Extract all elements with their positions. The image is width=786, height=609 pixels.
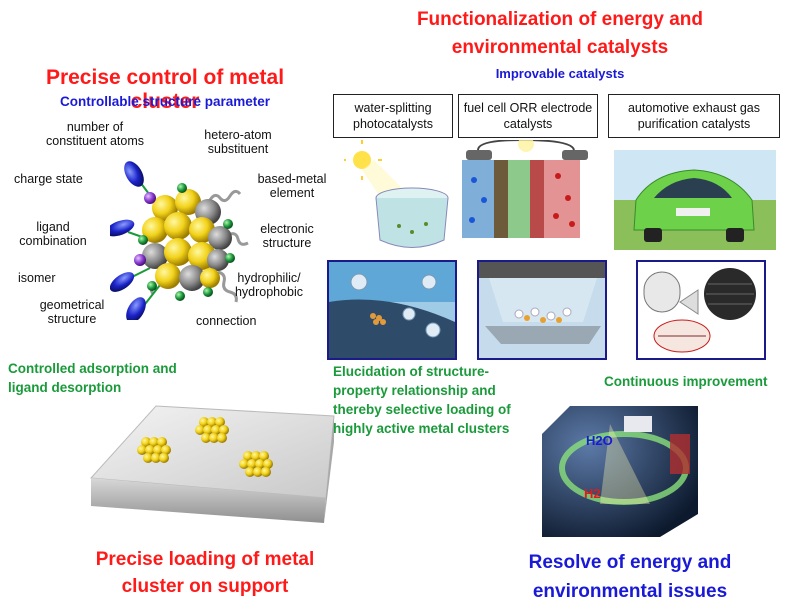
left-title: Precise control of metal cluster [45, 66, 285, 113]
param-label: hetero-atom substituent [204, 128, 272, 156]
param-label: hydrophilic/ hydrophobic [234, 271, 304, 299]
adsorption-text: Controlled adsorption and ligand desorpt… [8, 361, 177, 395]
metal-cluster-illustration [110, 160, 260, 320]
resolve-title: Resolve of energy and environmental issu… [528, 552, 732, 602]
fuel-cell-illustration [462, 140, 602, 255]
param-label: geometrical structure [39, 298, 105, 326]
elucidation-text: Elucidation of structure-property relati… [333, 364, 511, 436]
param-label: connection [196, 314, 257, 328]
support-slab-illustration [86, 398, 336, 533]
improvement-text: Continuous improvement [604, 374, 768, 389]
car-illustration [614, 150, 776, 250]
param-label: ligand combination [19, 220, 87, 248]
param-label: number of constituent atoms [46, 120, 144, 148]
fuel-cell-detail-panel [477, 260, 607, 360]
right-title: Functionalization of energy and environm… [416, 9, 704, 58]
param-label: electronic structure [260, 222, 314, 250]
energy-cycle-illustration [540, 404, 700, 539]
cycle-label-h2o: H2O [586, 433, 613, 448]
cycle-label-h2: H2 [584, 486, 601, 501]
catalyst-box-water-splitting: water-splitting photocatalysts [333, 94, 453, 138]
catalyst-box-fuel-cell: fuel cell ORR electrode catalysts [458, 94, 598, 138]
left-subtitle: Controllable structure parameter [59, 94, 271, 109]
right-subtitle: Improvable catalysts [495, 66, 625, 81]
loading-title: Precise loading of metal cluster on supp… [95, 549, 315, 597]
param-label: charge state [14, 172, 83, 186]
exhaust-catalyst-detail-panel [636, 260, 766, 360]
param-label: based-metal element [257, 172, 327, 200]
catalyst-box-exhaust-gas: automotive exhaust gas purification cata… [608, 94, 780, 138]
photocatalyst-illustration [344, 140, 454, 255]
photocatalyst-detail-panel [327, 260, 457, 360]
param-label: isomer [18, 271, 56, 285]
